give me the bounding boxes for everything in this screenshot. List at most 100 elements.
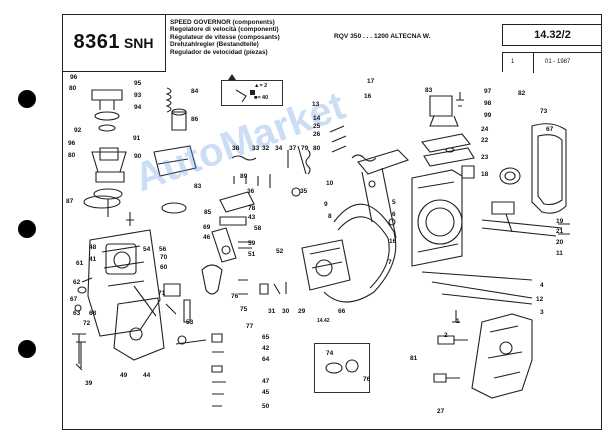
triangle-legend: ▲= 2 bbox=[254, 83, 268, 89]
part-callout: 44 bbox=[143, 372, 151, 379]
part-callout: 87 bbox=[66, 198, 74, 205]
part-callout: 73 bbox=[540, 108, 548, 115]
part-callout: 97 bbox=[484, 88, 492, 95]
part-callout: 83 bbox=[425, 87, 433, 94]
part-callout: 10 bbox=[326, 180, 334, 187]
part-callout: 79 bbox=[301, 145, 309, 152]
part-callout: 63 bbox=[73, 310, 81, 317]
part-callout: 45 bbox=[262, 389, 270, 396]
part-callout: 49 bbox=[120, 372, 128, 379]
part-callout: 29 bbox=[298, 308, 306, 315]
part-callout: 3 bbox=[540, 309, 544, 316]
part-callout: 64 bbox=[262, 356, 270, 363]
part-callout: 67 bbox=[546, 126, 554, 133]
part-callout: 52 bbox=[276, 248, 284, 255]
part-callout: 37 bbox=[289, 145, 297, 152]
sheet-meta: 1 01 - 1987 bbox=[502, 52, 602, 73]
meta-divider bbox=[533, 53, 534, 73]
part-callout: 78 bbox=[248, 205, 256, 212]
part-callout: 77 bbox=[246, 323, 254, 330]
part-callout: 76 bbox=[363, 376, 371, 383]
part-callout: 90 bbox=[134, 153, 142, 160]
part-callout: 14 bbox=[313, 115, 321, 122]
part-callout: 92 bbox=[74, 127, 82, 134]
part-callout: 9 bbox=[324, 201, 328, 208]
part-callout: 94 bbox=[134, 104, 142, 111]
part-callout: 53 bbox=[186, 319, 194, 326]
part-callout: 80 bbox=[68, 152, 76, 159]
part-callout: 43 bbox=[248, 214, 256, 221]
part-callout: 91 bbox=[133, 135, 141, 142]
part-callout: 67 bbox=[70, 296, 78, 303]
part-callout: 83 bbox=[194, 183, 202, 190]
part-callout: 59 bbox=[248, 240, 256, 247]
part-callout: 30 bbox=[282, 308, 290, 315]
part-callout: 99 bbox=[484, 112, 492, 119]
part-callout: 80 bbox=[313, 145, 321, 152]
punch-hole-bottom bbox=[18, 340, 36, 358]
model-designation: RQV 350 . . . 1200 ALTECNA W. bbox=[334, 33, 431, 40]
title-de: Drehzahlregler (Bestandteile) bbox=[170, 41, 259, 49]
part-callout: 96 bbox=[70, 74, 78, 81]
part-callout: 98 bbox=[484, 100, 492, 107]
part-callout: 50 bbox=[262, 403, 270, 410]
page-number: 14.32/2 bbox=[502, 24, 602, 46]
part-callout: 22 bbox=[481, 137, 489, 144]
part-callout: 26 bbox=[313, 131, 321, 138]
part-callout: 20 bbox=[556, 239, 564, 246]
figure-reference: 14.42 bbox=[317, 318, 330, 324]
part-callout: 17 bbox=[367, 78, 375, 85]
part-callout: 84 bbox=[191, 88, 199, 95]
part-callout: 75 bbox=[240, 306, 248, 313]
title-fr: Régulateur de vitesse (composants) bbox=[170, 33, 280, 41]
part-callout: 38 bbox=[232, 145, 240, 152]
code-number: 8361 bbox=[73, 31, 120, 53]
part-callout: 60 bbox=[160, 264, 168, 271]
part-callout: 85 bbox=[204, 209, 212, 216]
part-callout: 95 bbox=[134, 80, 142, 87]
title-en: SPEED GOVERNOR (components) bbox=[170, 19, 275, 26]
part-callout: 76 bbox=[231, 293, 239, 300]
part-callout: 7 bbox=[388, 259, 392, 266]
part-callout: 35 bbox=[300, 188, 308, 195]
part-callout: 42 bbox=[262, 345, 270, 352]
part-callout: 19 bbox=[556, 218, 564, 225]
sheet-frame bbox=[62, 14, 602, 430]
part-callout: 1 bbox=[456, 318, 460, 325]
title-block: 8361 SNH SPEED GOVERNOR (components) Reg… bbox=[62, 14, 602, 73]
part-callout: 54 bbox=[143, 246, 151, 253]
punch-hole-top bbox=[18, 90, 36, 108]
part-callout: 69 bbox=[203, 224, 211, 231]
part-callout: 4 bbox=[540, 282, 544, 289]
part-callout: 23 bbox=[481, 154, 489, 161]
part-callout: 33 bbox=[252, 145, 260, 152]
part-callout: 16 bbox=[364, 93, 372, 100]
title-es: Regulador de velocidad (piezas) bbox=[170, 48, 268, 56]
part-callout: 89 bbox=[240, 173, 248, 180]
part-callout: 86 bbox=[191, 116, 199, 123]
part-callout: 80 bbox=[69, 85, 77, 92]
part-callout: 62 bbox=[73, 279, 81, 286]
part-callout: 12 bbox=[536, 296, 544, 303]
part-callout: 93 bbox=[134, 92, 142, 99]
part-callout: 65 bbox=[262, 334, 270, 341]
part-callout: 27 bbox=[437, 408, 445, 415]
part-callout: 68 bbox=[89, 310, 97, 317]
part-callout: 31 bbox=[268, 308, 276, 315]
part-callout: 6 bbox=[392, 211, 396, 218]
part-callout: 18 bbox=[481, 171, 489, 178]
part-callout: 70 bbox=[160, 254, 168, 261]
issue-date: 01 - 1987 bbox=[545, 59, 571, 65]
part-callout: 61 bbox=[76, 260, 84, 267]
part-callout: 47 bbox=[262, 378, 270, 385]
part-callout: 51 bbox=[248, 251, 256, 258]
part-callout: 41 bbox=[89, 256, 97, 263]
sheet-number: 1 bbox=[511, 59, 515, 65]
part-callout: 21 bbox=[556, 228, 564, 235]
code-suffix: SNH bbox=[123, 34, 154, 51]
part-callout: 39 bbox=[85, 380, 93, 387]
part-callout: 13 bbox=[312, 101, 320, 108]
part-callout: 2 bbox=[444, 332, 448, 339]
part-callout: 74 bbox=[326, 350, 334, 357]
part-callout: 96 bbox=[68, 140, 76, 147]
